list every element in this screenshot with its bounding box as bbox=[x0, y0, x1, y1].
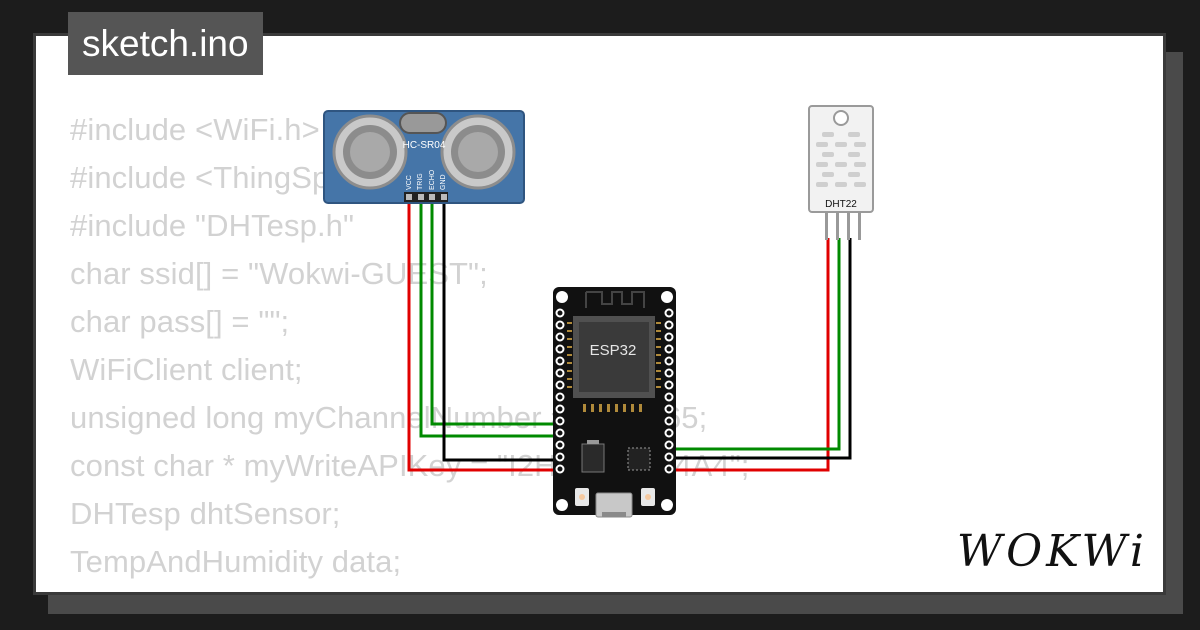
code-line: char ssid[] = "Wokwi-GUEST"; bbox=[70, 256, 488, 291]
code-line: char pass[] = ""; bbox=[70, 304, 290, 339]
ultrasonic-label: HC-SR04 bbox=[403, 140, 446, 151]
dht22-label: DHT22 bbox=[825, 199, 857, 210]
code-line: WiFiClient client; bbox=[70, 352, 303, 387]
code-line: TempAndHumidity data; bbox=[70, 544, 402, 579]
ultrasonic-pin-gnd: GND bbox=[440, 174, 447, 190]
wire-ultrasonic-gnd bbox=[442, 200, 570, 462]
wire-ultrasonic-vcc bbox=[407, 200, 570, 472]
usb-uart-chip bbox=[627, 447, 651, 471]
code-line: #include <WiFi.h> bbox=[70, 112, 320, 147]
wire-dht-vcc bbox=[668, 238, 830, 472]
code-line: #include "DHTesp.h" bbox=[70, 208, 355, 243]
sketch-title: sketch.ino bbox=[68, 12, 263, 75]
ultrasonic-pin-trig: TRIG bbox=[417, 173, 424, 190]
ultrasonic-pin-echo: ECHO bbox=[429, 169, 436, 190]
code-line: DHTesp dhtSensor; bbox=[70, 496, 341, 531]
header-pins-right bbox=[664, 308, 674, 474]
dht22-sensor[interactable]: DHT22 bbox=[808, 105, 874, 240]
ultrasonic-sensor[interactable]: HC-SR04 VCC TRIG ECHO GND bbox=[323, 110, 525, 204]
wire-dht-data bbox=[668, 238, 841, 451]
voltage-regulator bbox=[581, 443, 605, 473]
dht22-grille bbox=[816, 132, 866, 187]
esp32-board[interactable]: ESP32 bbox=[553, 287, 676, 518]
module-pins bbox=[567, 322, 661, 412]
wire-dht-gnd bbox=[668, 238, 852, 460]
ultrasonic-pin-vcc: VCC bbox=[406, 175, 413, 190]
header-pins-left bbox=[555, 308, 565, 474]
wokwi-logo: WOKWi bbox=[956, 526, 1148, 577]
code-listing: #include <WiFi.h>#include <ThingSpeak.h>… bbox=[70, 106, 750, 592]
esp32-label: ESP32 bbox=[590, 342, 637, 359]
antenna-trace bbox=[585, 291, 645, 308]
